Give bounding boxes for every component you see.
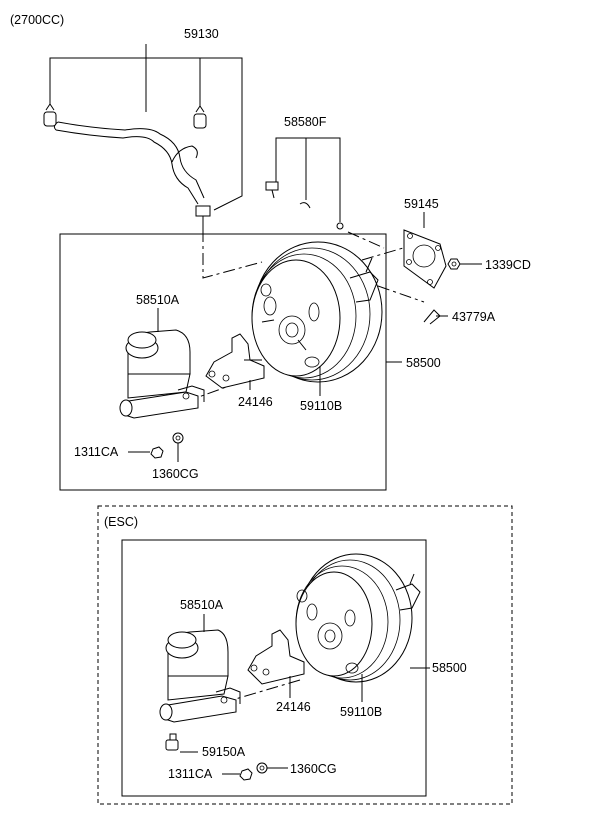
hose-clamp-right xyxy=(193,105,207,129)
part-label-58500: 58500 xyxy=(406,356,441,370)
part-label-58510a: 58510A xyxy=(136,293,180,307)
esc-mc-nut xyxy=(222,768,253,781)
esc-mc-washer xyxy=(256,762,288,774)
brake-booster xyxy=(251,241,383,383)
esc-part-label-59110b: 59110B xyxy=(340,705,382,719)
part-label-1360cg: 1360CG xyxy=(152,467,199,481)
hose-callout xyxy=(49,44,243,211)
assembly-line-clip xyxy=(347,231,385,249)
section-label-2700cc: (2700CC) xyxy=(10,13,64,27)
esc-variant-box xyxy=(97,505,513,805)
gasket xyxy=(403,212,447,289)
vacuum-hose xyxy=(53,121,205,205)
esc-part-label-24146: 24146 xyxy=(276,700,311,714)
gasket-nut xyxy=(447,258,482,270)
esc-part-label-1360cg: 1360CG xyxy=(290,762,337,776)
master-cylinder xyxy=(119,329,205,419)
esc-part-label-59150a: 59150A xyxy=(202,745,246,759)
part-label-1311ca: 1311CA xyxy=(74,445,119,459)
esc-part-label-58510a: 58510A xyxy=(180,598,224,612)
part-label-59110b: 59110B xyxy=(300,399,342,413)
assembly-line-gasket xyxy=(361,245,411,261)
hose-clip-parts xyxy=(265,137,344,230)
esc-master-cylinder xyxy=(159,629,241,723)
hose-clamp-left xyxy=(43,103,57,127)
esc-part-label-1311ca: 1311CA xyxy=(168,767,213,781)
assembly-line-hose xyxy=(202,230,263,279)
mc-nut xyxy=(128,446,164,459)
section-label-esc: (ESC) xyxy=(104,515,138,529)
part-label-1339cd: 1339CD xyxy=(485,258,531,272)
part-label-59130: 59130 xyxy=(184,27,219,41)
esc-pressure-sensor xyxy=(165,733,198,753)
mc-washer xyxy=(172,432,184,462)
esc-assembly-line-mc xyxy=(231,679,301,701)
esc-brake-booster xyxy=(295,553,421,683)
part-label-43779a: 43779A xyxy=(452,310,496,324)
bracket xyxy=(205,333,265,390)
esc-bracket xyxy=(247,629,305,698)
esc-part-label-58500: 58500 xyxy=(432,661,467,675)
part-label-58580f: 58580F xyxy=(284,115,327,129)
hose-check-valve xyxy=(195,205,211,230)
part-label-24146: 24146 xyxy=(238,395,273,409)
part-label-59145: 59145 xyxy=(404,197,439,211)
clip-pin xyxy=(423,309,448,325)
assembly-line-pin xyxy=(377,285,425,303)
